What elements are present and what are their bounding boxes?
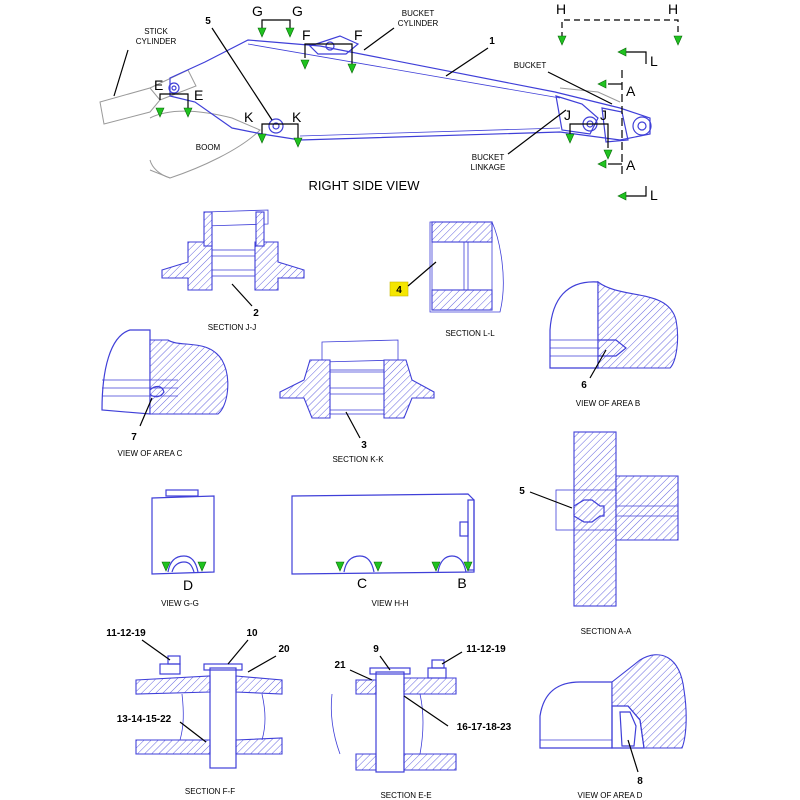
bucket-cylinder-label-1: BUCKET [402, 9, 435, 18]
section-a-a-title: SECTION A-A [581, 627, 632, 636]
view-g-g-title: VIEW G-G [161, 599, 199, 608]
bucket-label: BUCKET [514, 61, 547, 70]
section-k-k: 3 SECTION K-K [279, 339, 435, 464]
letter-g-left: G [252, 3, 263, 19]
letter-h-left: H [556, 1, 566, 17]
right-side-view [99, 35, 652, 179]
letter-a-bottom: A [626, 157, 636, 173]
letter-k-right: K [292, 109, 302, 125]
letter-b: B [457, 575, 466, 591]
letter-c: C [357, 575, 367, 591]
section-e-e: 9 21 11-12-19 16-17-18-23 SECTION E-E [330, 644, 512, 800]
callout-8: 8 [637, 776, 643, 787]
view-h-h-title: VIEW H-H [372, 599, 409, 608]
view-h-h: C B VIEW H-H [291, 493, 475, 608]
letter-a-top: A [626, 83, 636, 99]
letter-f-left: F [302, 27, 311, 43]
letter-h-right: H [668, 1, 678, 17]
callout-7: 7 [131, 432, 137, 443]
section-f-f: 11-12-19 10 20 13-14-15-22 SECTION F-F [106, 628, 290, 796]
stick-cylinder-label-2: CYLINDER [136, 37, 177, 46]
callout-3: 3 [361, 440, 367, 451]
callout-10: 10 [246, 628, 258, 639]
callout-5-top: 5 [205, 16, 211, 27]
section-l-l-title: SECTION L-L [445, 329, 495, 338]
letter-e-right: E [194, 87, 203, 103]
section-f-f-title: SECTION F-F [185, 787, 235, 796]
letter-l-top: L [650, 53, 658, 69]
section-j-j-title: SECTION J-J [208, 323, 256, 332]
area-d-title: VIEW OF AREA D [578, 791, 643, 800]
callout-2: 2 [253, 308, 259, 319]
letter-l-bottom: L [650, 187, 658, 203]
bucket-linkage-label-1: BUCKET [472, 153, 505, 162]
callout-4: 4 [396, 285, 402, 296]
callout-16-17-18-23: 16-17-18-23 [457, 722, 512, 733]
bucket-linkage-label-2: LINKAGE [471, 163, 506, 172]
callout-5-section-a: 5 [519, 486, 525, 497]
view-g-g: D VIEW G-G [151, 489, 215, 608]
view-of-area-c: 7 VIEW OF AREA C [101, 329, 229, 458]
section-a-a: 5 SECTION A-A [519, 431, 679, 636]
section-j-j: 2 SECTION J-J [161, 209, 305, 332]
letter-f-right: F [354, 27, 363, 43]
area-b-title: VIEW OF AREA B [576, 399, 640, 408]
letter-g-right: G [292, 3, 303, 19]
callout-20: 20 [278, 644, 290, 655]
letter-e-left: E [154, 77, 163, 93]
callout-13-14-15-22: 13-14-15-22 [117, 714, 172, 725]
letter-j-right: J [600, 107, 607, 123]
view-of-area-d: 8 VIEW OF AREA D [539, 654, 687, 800]
boom-label: BOOM [196, 143, 221, 152]
callout-21: 21 [334, 660, 346, 671]
area-c-title: VIEW OF AREA C [118, 449, 183, 458]
letter-d: D [183, 577, 193, 593]
bucket-cylinder-label-2: CYLINDER [398, 19, 439, 28]
section-k-k-title: SECTION K-K [332, 455, 384, 464]
view-of-area-b: 6 VIEW OF AREA B [549, 280, 679, 408]
right-side-view-title: RIGHT SIDE VIEW [309, 178, 421, 193]
section-markers [155, 19, 683, 201]
section-e-e-title: SECTION E-E [380, 791, 431, 800]
right-side-view-labels: STICK CYLINDER BUCKET CYLINDER BUCKET BO… [113, 1, 678, 203]
callout-1: 1 [489, 36, 495, 47]
stick-cylinder-label-1: STICK [144, 27, 168, 36]
letter-k-left: K [244, 109, 254, 125]
callout-11-12-19-left: 11-12-19 [106, 628, 146, 639]
callout-11-12-19-right: 11-12-19 [466, 644, 506, 655]
section-l-l: 4 SECTION L-L [389, 221, 504, 338]
callout-9: 9 [373, 644, 379, 655]
callout-6: 6 [581, 380, 587, 391]
letter-j-left: J [564, 107, 571, 123]
